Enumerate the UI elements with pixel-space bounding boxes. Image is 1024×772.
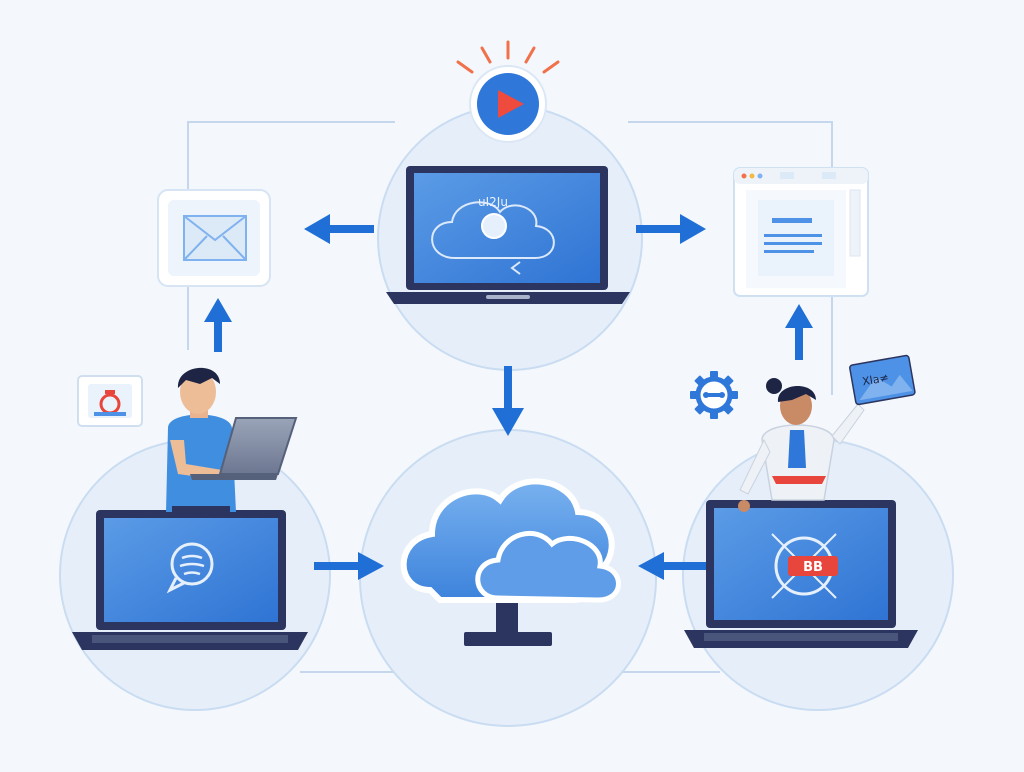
- gear-icon[interactable]: [690, 371, 738, 419]
- cloud-server-icon: [400, 478, 621, 646]
- arrow-up-right: [785, 304, 813, 360]
- arrow-right-top: [636, 214, 706, 244]
- play-icon[interactable]: [456, 40, 560, 143]
- envelope-icon[interactable]: [157, 189, 271, 287]
- arrow-up-left: [204, 298, 232, 352]
- arrow-left-bottom: [638, 552, 708, 580]
- browser-document-icon[interactable]: [733, 167, 869, 297]
- chat-bubble-icon: [166, 542, 214, 594]
- red-badge-icon: BB: [788, 556, 838, 576]
- left-laptop: [72, 510, 308, 650]
- top-screen-text: uI2Ju: [478, 195, 508, 209]
- lock-icon[interactable]: [77, 375, 143, 427]
- top-laptop: uI2Ju: [386, 166, 630, 304]
- flow-arrows: [204, 214, 813, 580]
- badge-text: BB: [803, 560, 823, 575]
- man-with-laptop: [166, 367, 298, 514]
- picture-card: Xla≠: [849, 354, 916, 406]
- woman-holding-card: Xla≠: [738, 354, 916, 512]
- arrow-down-center: [492, 366, 524, 436]
- right-laptop: BB: [684, 500, 918, 648]
- arrow-right-bottom: [314, 552, 384, 580]
- card-text: Xla≠: [861, 371, 889, 388]
- arrow-left-top: [304, 214, 374, 244]
- cloud-sync-icon: [431, 201, 555, 275]
